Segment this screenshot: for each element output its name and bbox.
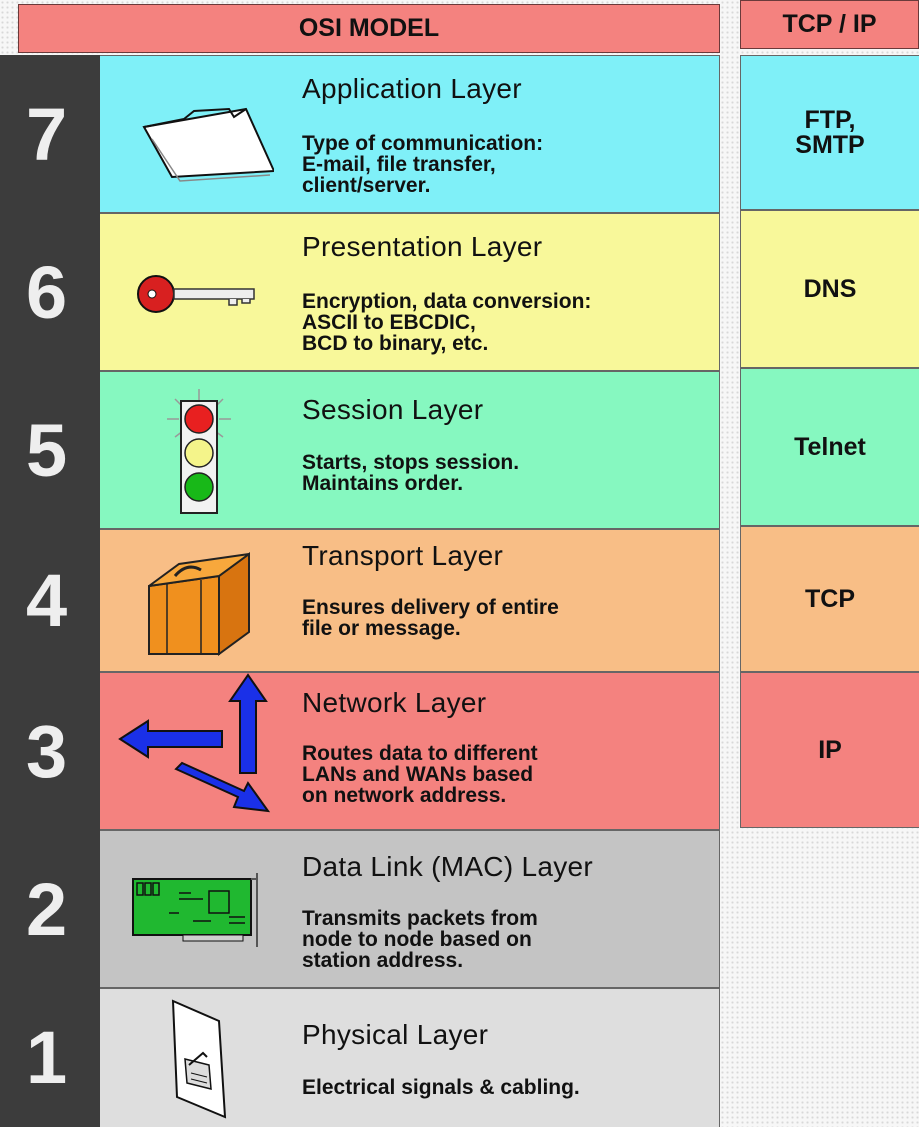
routing-arrows-icon: [110, 673, 280, 829]
layer-number-7: 7: [26, 92, 68, 176]
network-card-icon: [114, 851, 284, 971]
layer-number-2: 2: [26, 867, 68, 951]
layer-title: Physical Layer: [302, 1019, 489, 1050]
data-link-layer: Data Link (MAC) Layer Transmits packets …: [100, 830, 720, 988]
layer-number-5: 5: [26, 408, 68, 492]
suitcase-icon: [114, 540, 284, 662]
presentation-layer: Presentation Layer Encryption, data conv…: [100, 213, 720, 371]
layer-number-3: 3: [26, 709, 68, 793]
layer-title: Data Link (MAC) Layer: [302, 851, 594, 882]
wall-jack-icon: [114, 993, 284, 1123]
layer-number-column: [0, 55, 100, 1127]
layer-description: Encryption, data conversion: ASCII to EB…: [302, 290, 592, 355]
layer-description: Routes data to different LANs and WANs b…: [302, 742, 538, 807]
tcpip-application-protocols: FTP, SMTP: [740, 55, 919, 210]
layer-number-1: 1: [26, 1016, 68, 1099]
layer-description: Type of communication: E-mail, file tran…: [302, 132, 544, 197]
layer-description: Electrical signals & cabling.: [302, 1076, 580, 1099]
layer-title: Application Layer: [302, 73, 522, 104]
layer-description: Starts, stops session. Maintains order.: [302, 451, 520, 495]
folder-icon: [114, 64, 284, 204]
transport-layer: Transport Layer Ensures delivery of enti…: [100, 529, 720, 672]
layer-title: Session Layer: [302, 394, 484, 425]
physical-layer: Physical Layer Electrical signals & cabl…: [100, 988, 720, 1127]
traffic-light-icon: [114, 386, 284, 518]
tcpip-telnet: Telnet: [740, 368, 919, 526]
layer-number-4: 4: [26, 559, 68, 642]
layer-title: Presentation Layer: [302, 231, 543, 262]
tcpip-dns: DNS: [740, 210, 919, 368]
osi-model-header: OSI MODEL: [18, 4, 720, 53]
application-layer: Application Layer Type of communication:…: [100, 55, 720, 213]
layer-description: Transmits packets from node to node base…: [302, 907, 538, 972]
tcpip-header: TCP / IP: [740, 0, 919, 49]
tcpip-ip: IP: [740, 672, 919, 828]
session-layer: Session Layer Starts, stops session. Mai…: [100, 371, 720, 529]
key-icon: [114, 254, 284, 334]
layer-title: Network Layer: [302, 687, 487, 718]
tcpip-tcp: TCP: [740, 526, 919, 672]
network-layer: Network Layer Routes data to different L…: [100, 672, 720, 830]
layer-description: Ensures delivery of entire file or messa…: [302, 596, 559, 640]
layer-title: Transport Layer: [302, 540, 504, 571]
layer-number-6: 6: [26, 250, 68, 334]
